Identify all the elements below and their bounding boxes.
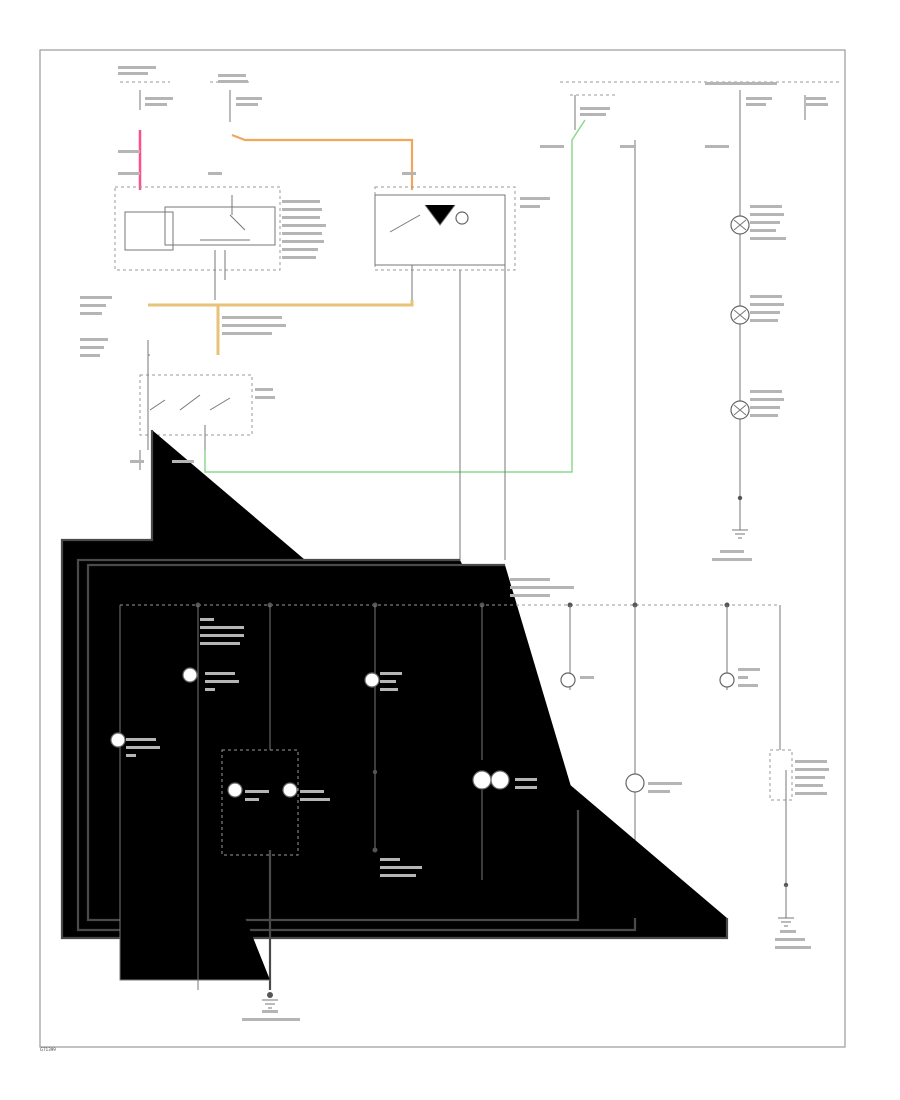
green-wire [204, 119, 586, 473]
tiny-labels [80, 66, 829, 1021]
panel-dimmer-switch [374, 186, 516, 300]
ground-icon [262, 992, 278, 1009]
headlamp-switch-module [114, 186, 281, 300]
power-feeds [120, 81, 840, 130]
right-lamp-chain [730, 122, 750, 539]
diagram-frame [39, 49, 846, 1048]
yellow-wire [148, 300, 414, 355]
orange-wire [231, 133, 414, 190]
lamp-branches [110, 605, 794, 990]
ground-bus [60, 430, 729, 990]
switch-assembly [139, 340, 253, 470]
diagram-reference: G71399 [40, 1047, 56, 1052]
